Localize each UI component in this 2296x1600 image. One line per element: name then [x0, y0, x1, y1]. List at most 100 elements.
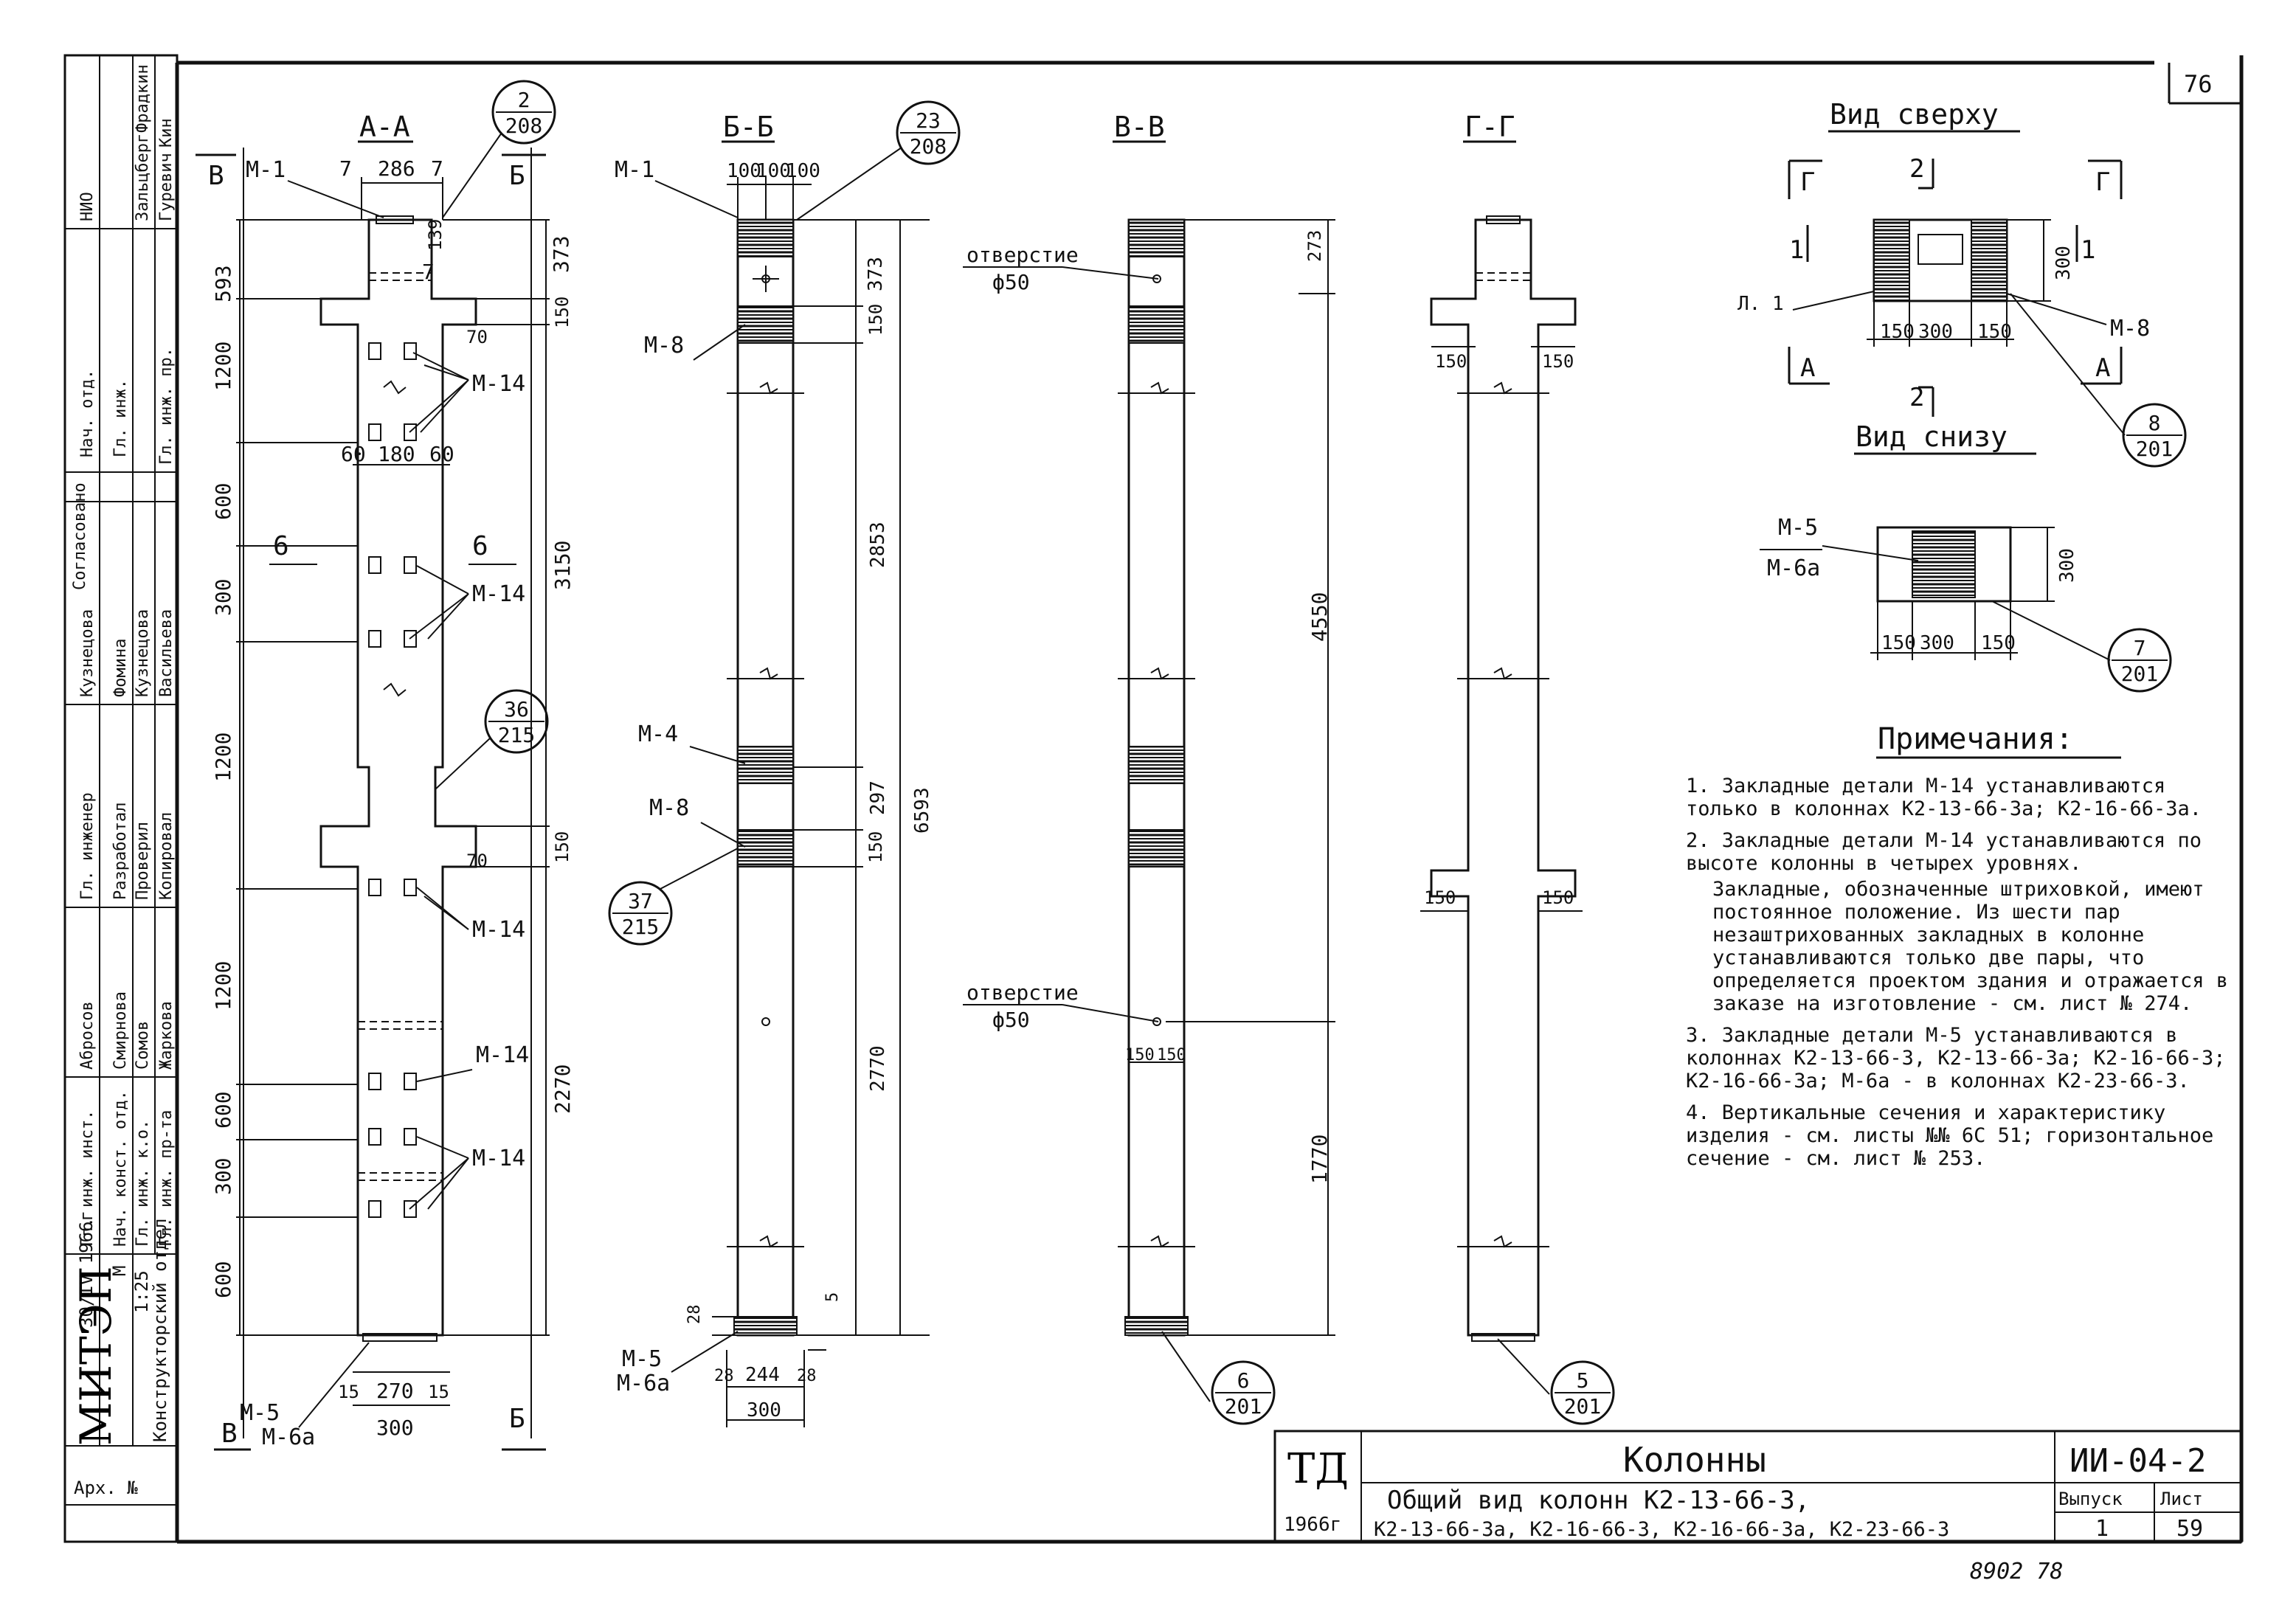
- bb-dim-100c: 100: [786, 160, 820, 182]
- top-dim-300: 300: [1918, 321, 1953, 343]
- stamp-row-0: НИО: [78, 192, 97, 221]
- stamp-row-0c: Фрадкин: [134, 64, 152, 133]
- stamp-row-11a: Гл. инж. инст.: [78, 1110, 97, 1247]
- top-cut-2-top: 2: [1909, 154, 1924, 184]
- stamp-date: 30/IV 1966г: [76, 1211, 97, 1328]
- aa-dim-139: 139: [425, 219, 446, 251]
- aa-dim-7a: 7: [339, 156, 352, 181]
- aa-dim-70b: 70: [466, 851, 488, 871]
- side-stamp: [63, 54, 179, 1543]
- aa-dim-300: 300: [376, 1416, 414, 1440]
- top-cut-2-bottom: 2: [1909, 383, 1924, 412]
- stamp-row-9b: Смирнова: [111, 991, 130, 1070]
- bottom-mark-m5: М-5: [1778, 515, 1818, 541]
- callout-bottom-7: 201: [2121, 662, 2159, 686]
- aa-dim-70a: 70: [466, 327, 488, 347]
- aa-section-6a: 6: [273, 531, 289, 561]
- aa-dim-2270: 2270: [550, 1064, 575, 1114]
- top-mark-m8: М-8: [2110, 316, 2150, 342]
- title-name: Колонны: [1623, 1440, 1766, 1480]
- aa-dim-15b: 15: [428, 1382, 449, 1402]
- gg-dim-150d: 150: [1542, 887, 1574, 908]
- stamp-row-1: Нач. отд.: [78, 370, 97, 457]
- callout-bottom-2: 215: [498, 723, 536, 747]
- aa-mark-m14a: М-14: [472, 371, 525, 397]
- callout-top-3: 37: [628, 889, 653, 913]
- title-year: 1966г: [1284, 1514, 1341, 1536]
- top-cut-1-left: 1: [1789, 235, 1804, 265]
- callout-bottom-6: 201: [2136, 437, 2174, 461]
- stamp-row-1c: Зальцберг: [134, 134, 152, 221]
- stamp-row-7b: Разработал: [111, 803, 130, 900]
- callout-bottom-1: 208: [910, 134, 947, 159]
- aa-dim-286: 286: [378, 156, 415, 181]
- bb-dim-2770: 2770: [867, 1045, 889, 1092]
- title-td: ТД: [1287, 1445, 1349, 1493]
- gg-dim-150a: 150: [1435, 351, 1467, 372]
- bb-dim-6593: 6593: [911, 787, 933, 834]
- bb-dim-373: 373: [865, 257, 887, 291]
- stamp-row-2c: Кин: [157, 118, 176, 148]
- stamp-row-2: Гл. инж.: [111, 379, 130, 457]
- note-3: 3. Закладные детали М-5 устанавливаются …: [1686, 1024, 2226, 1092]
- callout-top-7: 7: [2134, 636, 2146, 660]
- stamp-row-5a: Кузнецова: [78, 609, 97, 697]
- title-desc2: К2-13-66-3а, К2-16-66-3, К2-16-66-3а, К2…: [1374, 1518, 1949, 1541]
- hole-dia-top: ф50: [992, 270, 1030, 294]
- callout-bottom-5: 201: [1564, 1394, 1602, 1419]
- gg-dim-150b: 150: [1542, 351, 1574, 372]
- callout-8-201: [2010, 293, 2187, 468]
- stamp-row-9c: Сомов: [134, 1021, 152, 1070]
- aa-dim-1200a: 1200: [211, 342, 235, 391]
- hole-dia-bottom: ф50: [992, 1008, 1030, 1032]
- stamp-row-11b: Нач. конст. отд.: [111, 1090, 130, 1247]
- section-title-vv: В-В: [1114, 111, 1165, 143]
- callout-5-201: [1550, 1360, 1615, 1425]
- vv-dim-4550: 4550: [1307, 592, 1332, 642]
- bb-dim-150a: 150: [865, 304, 886, 336]
- top-cut-a-right: А: [2095, 353, 2110, 383]
- bb-dim-100a: 100: [727, 160, 761, 182]
- section-title-gg: Г-Г: [1465, 111, 1515, 143]
- vv-dim-150b: 150: [1157, 1046, 1186, 1064]
- aa-cut-b-bottom: Б: [509, 1404, 525, 1434]
- stamp-row-9a: Абросов: [78, 1001, 97, 1070]
- notes-block: 1. Закладные детали М-14 устанавливаются…: [1686, 775, 2228, 1170]
- top-mark-l1: Л. 1: [1737, 293, 1784, 315]
- note-4: 4. Вертикальные сечения и характеристику…: [1686, 1101, 2214, 1170]
- column-vv: [1118, 218, 1195, 1337]
- section-title-aa: А-А: [359, 111, 410, 143]
- aa-dim-150b: 150: [552, 831, 573, 863]
- aa-dim-7c: 7: [422, 260, 435, 284]
- gg-dim-150c: 150: [1424, 887, 1456, 908]
- bottom-view: [1760, 526, 2055, 660]
- aa-dim-1200c: 1200: [211, 961, 235, 1011]
- title-block: [1273, 1430, 2243, 1543]
- aa-dim-300b: 300: [211, 1157, 235, 1195]
- callout-top-1: 23: [916, 108, 941, 133]
- aa-mark-m14b: М-14: [472, 581, 525, 607]
- top-view-title: Вид сверху: [1830, 98, 1999, 131]
- aa-dim-600b: 600: [211, 1091, 235, 1129]
- stamp-row-5b: Фомина: [111, 639, 130, 697]
- callout-23-208: [796, 100, 961, 221]
- bottom-dim-300: 300: [1920, 632, 1954, 654]
- stamp-row-10a: Жаркова: [157, 1001, 176, 1070]
- aa-dim-373: 373: [549, 235, 573, 273]
- callout-bottom-4: 201: [1225, 1394, 1262, 1419]
- bb-mark-m5: М-5: [622, 1346, 662, 1372]
- bb-mark-m4: М-4: [638, 721, 678, 747]
- aa-cut-v-bottom: В: [221, 1419, 238, 1449]
- callout-top-0: 2: [518, 88, 530, 112]
- aa-mark-m1: М-1: [246, 157, 286, 183]
- callout-6-201: [1211, 1360, 1276, 1425]
- callout-top-6: 8: [2148, 411, 2161, 435]
- bb-mark-m1: М-1: [615, 157, 654, 183]
- stamp-dept: Конструкторский отдел: [150, 1219, 170, 1442]
- title-desc1: Общий вид колонн К2-13-66-3,: [1387, 1486, 1810, 1515]
- bb-mark-m8b: М-8: [649, 795, 689, 821]
- stamp-row-5c: Кузнецова: [134, 609, 152, 697]
- aa-dim-3150: 3150: [550, 541, 575, 590]
- bb-dim-5: 5: [823, 1292, 842, 1302]
- bb-mark-m8a: М-8: [644, 333, 684, 359]
